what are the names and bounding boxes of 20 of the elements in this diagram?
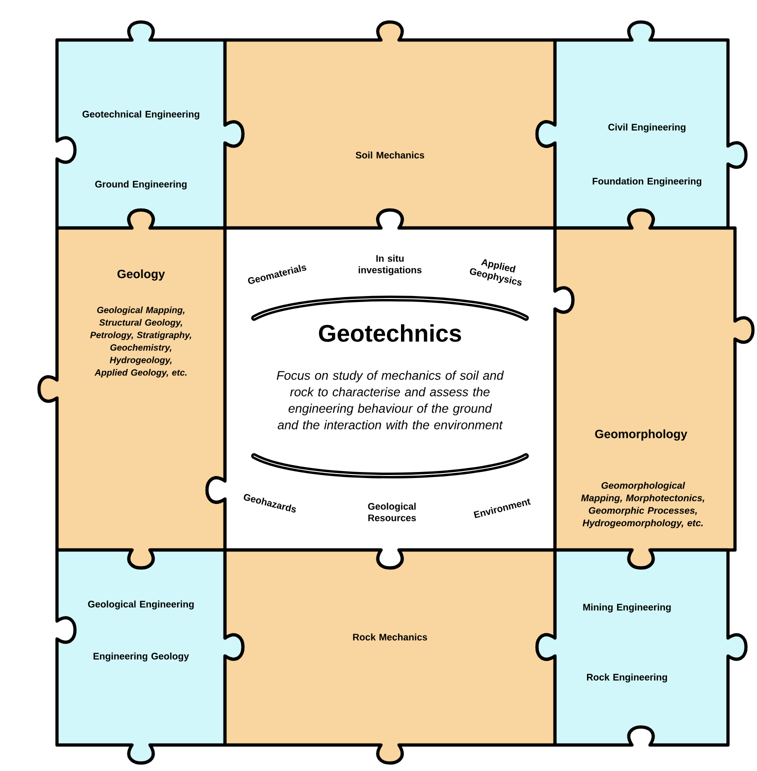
topic-label: Foundation Engineering: [592, 178, 702, 186]
topic-label: Geological Mapping, Structural Geology, Petrology, Stratigraphy, Geochemistry, Hydrogeology, Applied Geology, etc.: [90, 306, 192, 378]
topic-label: Geomorphological Mapping, Morphotectonics, Geomorphic Processes, Hydrogeomorphology, etc.: [581, 482, 704, 528]
topic-label: Geological Resources: [368, 502, 416, 522]
topic-label: Geology: [117, 269, 165, 281]
topic-label: Geomorphology: [595, 429, 688, 441]
topic-label: Mining Engineering: [583, 604, 671, 612]
topic-label: Engineering Geology: [94, 652, 189, 662]
heading: Geotechnics: [318, 324, 462, 342]
topic-label: Ground Engineering: [95, 180, 187, 190]
topic-label: Soil Mechanics: [356, 152, 424, 158]
topic-label: In situ investigations: [358, 254, 422, 276]
description: Focus on study of mechanics of soil and rock to characterise and assess the engineering behaviour of the ground and the interaction with the environment: [276, 370, 504, 430]
topic-label: Geological Engineering: [88, 600, 194, 610]
topic-label: Rock Mechanics: [353, 634, 428, 640]
topic-label: Rock Engineering: [587, 674, 667, 682]
puzzle-piece: [223, 548, 557, 765]
puzzle-piece: [535, 548, 748, 747]
topic-label: Civil Engineering: [608, 124, 686, 132]
topic-label: Geotechnical Engineering: [82, 110, 200, 120]
